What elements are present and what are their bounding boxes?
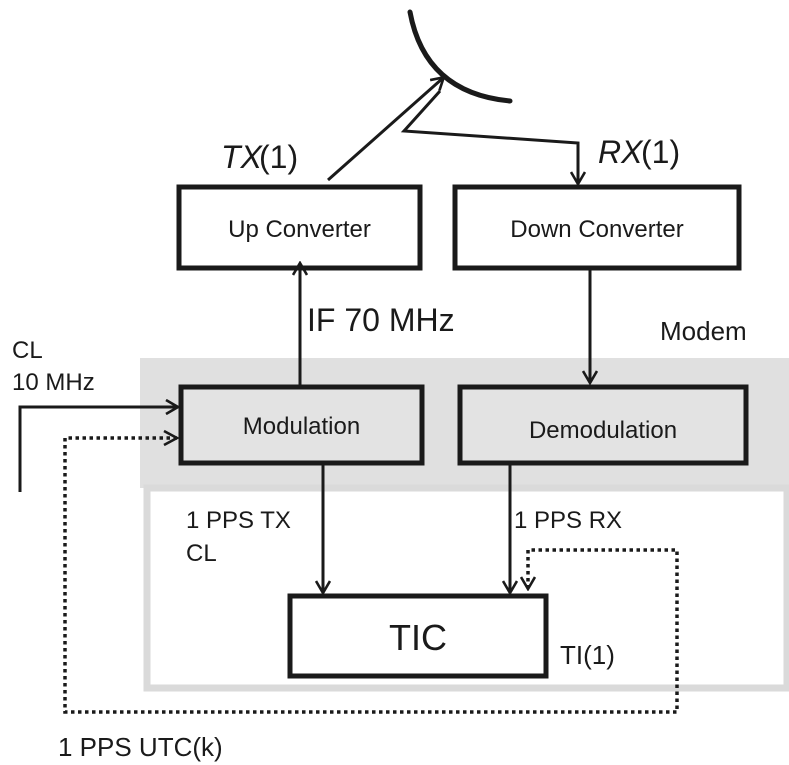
pps-utc-label: 1 PPS UTC(k) <box>58 732 223 762</box>
clock-frequency-label: 10 MHz <box>12 369 95 396</box>
modulation-block <box>178 384 425 466</box>
pps-utc-dotted-loop <box>63 436 679 714</box>
ti-label: TI(1) <box>560 640 615 670</box>
modem-label: Modem <box>660 316 747 346</box>
antenna-dish-icon <box>407 9 513 104</box>
clock-input-arrow <box>18 407 177 492</box>
rx-index-label: (1) <box>641 134 680 170</box>
rx-symbol-label: RX <box>598 134 644 170</box>
tic-label: TIC <box>389 617 447 658</box>
pps-rx-label: 1 PPS RX <box>514 507 622 534</box>
modulation-label: Modulation <box>243 413 360 440</box>
rx-arrow <box>400 89 578 183</box>
pps-tx-clock-label: CL <box>186 540 217 567</box>
pps-utc-modulation-arrowhead <box>163 429 180 447</box>
down-converter-label: Down Converter <box>510 216 683 243</box>
tx-symbol-label: TX <box>221 139 264 175</box>
down-converter-block <box>452 184 742 271</box>
demodulation-label: Demodulation <box>529 417 677 444</box>
tic-region-frame <box>143 484 789 692</box>
if-frequency-label: IF 70 MHz <box>307 302 455 338</box>
up-converter-label: Up Converter <box>228 216 371 243</box>
clock-source-label: CL <box>12 337 43 364</box>
tx-index-label: (1) <box>259 139 298 175</box>
demodulation-block <box>457 384 749 466</box>
pps-tx-label: 1 PPS TX <box>186 507 291 534</box>
tx-arrow <box>327 78 443 182</box>
tic-block <box>287 593 549 679</box>
